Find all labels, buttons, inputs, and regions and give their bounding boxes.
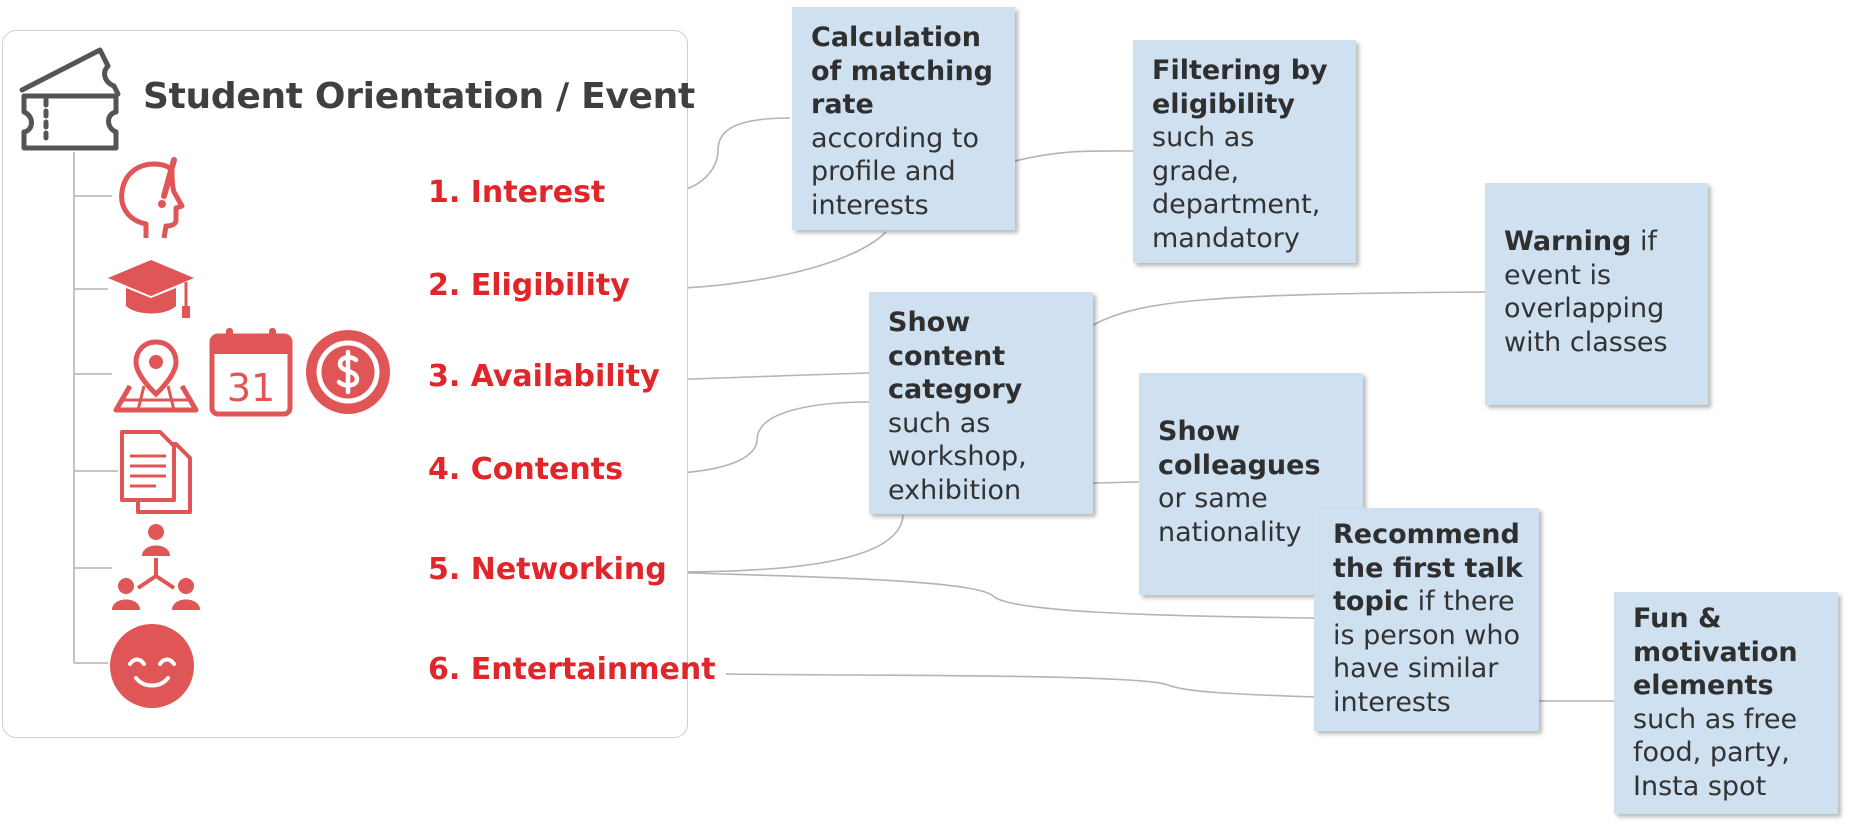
box-filtering-bold: Filtering by eligibility: [1152, 55, 1328, 120]
box-warning: Warning if event is overlapping with cla…: [1485, 183, 1708, 405]
calendar-day: 31: [227, 366, 275, 410]
box-fun-elements-bold: Fun & motivation elements: [1633, 603, 1798, 701]
smiley-face-icon: [110, 624, 194, 708]
category-availability: 3. Availability: [428, 359, 660, 394]
ticket-icon: [19, 47, 121, 151]
box-content-category-text: such as workshop, exhibition: [888, 407, 1027, 506]
box-talk-topic-bold: Recommend the first talk topic: [1333, 519, 1523, 617]
box-warning-bold: Warning: [1504, 226, 1632, 257]
box-matching-rate-bold: Calculation of matching rate: [811, 22, 993, 120]
connector-contents-content: [647, 401, 870, 475]
connector-entertainment-talk: [725, 673, 1315, 698]
connector-content-warning: [1092, 291, 1486, 326]
connector-networking-content: [663, 514, 904, 573]
category-contents: 4. Contents: [428, 452, 623, 487]
box-filtering: Filtering by eligibility such as grade, …: [1133, 40, 1356, 263]
documents-icon: [120, 430, 192, 514]
graduation-cap-icon: [108, 260, 194, 318]
box-talk-topic: Recommend the first talk topic if there …: [1314, 508, 1539, 731]
box-matching-rate-text: according to profile and interests: [811, 122, 979, 221]
box-talk-topic-text: if there is person who have similar inte…: [1333, 586, 1520, 718]
box-filtering-text: such as grade, department, mandatory: [1152, 122, 1321, 254]
box-warning-text: if event is overlapping with classes: [1504, 226, 1668, 358]
category-entertainment: 6. Entertainment: [428, 652, 716, 687]
calendar-icon: 31: [209, 328, 293, 417]
category-networking: 5. Networking: [428, 552, 667, 587]
box-colleagues-bold: Show colleagues: [1158, 416, 1321, 481]
box-content-category: Show content category such as workshop, …: [869, 292, 1093, 514]
connector-networking-talk: [663, 571, 1315, 619]
connector-content-colleagues: [1092, 481, 1140, 484]
box-matching-rate: Calculation of matching rate according t…: [792, 7, 1015, 230]
network-people-icon: [112, 524, 200, 610]
box-fun-elements: Fun & motivation elements such as free f…: [1614, 592, 1838, 814]
head-idea-icon: [119, 157, 185, 239]
dollar-coin-icon: [306, 330, 390, 414]
connector-matching-filtering: [1014, 150, 1134, 162]
category-eligibility: 2. Eligibility: [428, 268, 630, 303]
box-fun-elements-text: such as free food, party, Insta spot: [1633, 703, 1798, 802]
map-pin-icon: [113, 339, 199, 413]
category-interest: 1. Interest: [428, 175, 606, 210]
page-title: Student Orientation / Event: [143, 76, 695, 117]
box-colleagues-text: or same nationality: [1158, 483, 1302, 548]
box-content-category-bold: Show content category: [888, 307, 1023, 405]
